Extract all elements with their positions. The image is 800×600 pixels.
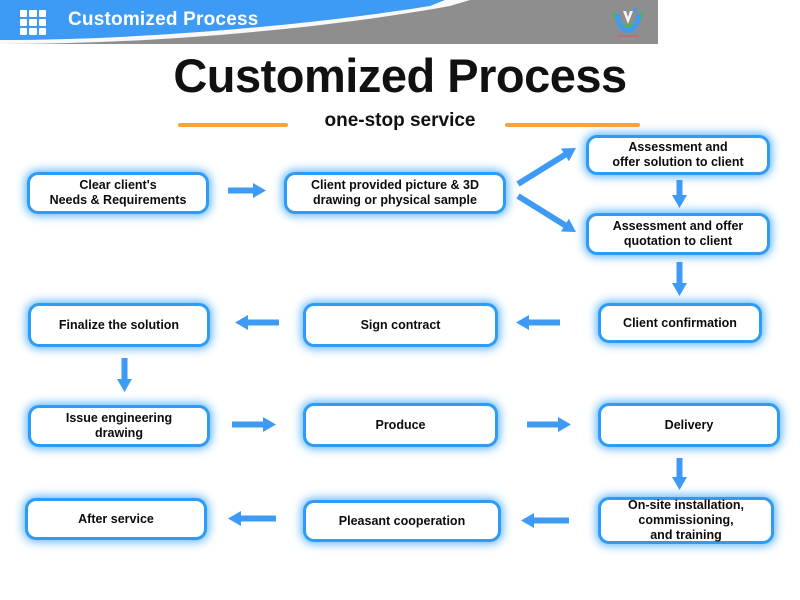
flow-node-label: Client confirmation: [623, 315, 737, 330]
flow-node-onsite-installation[interactable]: On-site installation,commissioning,and t…: [598, 497, 774, 544]
flow-node-label: Delivery: [664, 417, 714, 432]
arrow-finalize-to-drawing: [117, 358, 132, 392]
grid-apps-icon[interactable]: [20, 10, 46, 35]
flow-node-delivery[interactable]: Delivery: [598, 403, 780, 447]
subtitle-rule-right: [505, 123, 640, 127]
arrow-drawing-to-produce: [232, 417, 276, 432]
subtitle-row: one-stop service: [0, 110, 800, 136]
flow-node-after-service[interactable]: After service: [25, 498, 207, 540]
arrow-client-to-solution: [516, 148, 576, 187]
arrow-clear-to-client: [228, 183, 266, 198]
arrow-contract-to-finalize: [235, 315, 279, 330]
flow-node-finalize-solution[interactable]: Finalize the solution: [28, 303, 210, 347]
page-title: Customized Process: [173, 49, 627, 102]
arrow-solution-to-quotation: [672, 180, 687, 208]
flow-node-label: Pleasant cooperation: [338, 513, 466, 528]
grid-cell: [38, 28, 46, 35]
flow-node-pleasant-cooperation[interactable]: Pleasant cooperation: [303, 500, 501, 542]
flow-node-label: After service: [78, 511, 154, 526]
flow-node-label: Finalize the solution: [58, 317, 180, 332]
flow-node-client-confirmation[interactable]: Client confirmation: [598, 303, 762, 343]
flow-node-label: On-site installation,commissioning,and t…: [628, 498, 744, 542]
subtitle-rule-left: [178, 123, 288, 127]
flow-node-label: Sign contract: [360, 317, 441, 332]
grid-cell: [29, 19, 37, 26]
arrow-onsite-to-cooperation: [521, 513, 569, 528]
arrow-confirmation-to-contract: [516, 315, 560, 330]
company-logo-icon: [612, 8, 644, 40]
grid-cell: [38, 19, 46, 26]
app-header: Customized Process: [0, 0, 658, 44]
header-title: Customized Process: [68, 9, 259, 30]
grid-cell: [20, 19, 28, 26]
arrow-quotation-to-confirmation: [672, 262, 687, 296]
grid-cell: [20, 28, 28, 35]
flow-node-label: Produce: [375, 417, 426, 432]
arrow-produce-to-delivery: [527, 417, 571, 432]
grid-cell: [38, 10, 46, 17]
grid-cell: [29, 10, 37, 17]
flow-node-sign-contract[interactable]: Sign contract: [303, 303, 498, 347]
arrow-cooperation-to-after: [228, 511, 276, 526]
grid-cell: [29, 28, 37, 35]
page-subtitle: one-stop service: [324, 110, 476, 131]
flow-node-produce[interactable]: Produce: [303, 403, 498, 447]
grid-cell: [20, 10, 28, 17]
arrow-client-to-quotation: [516, 193, 576, 232]
arrow-delivery-to-onsite: [672, 458, 687, 490]
